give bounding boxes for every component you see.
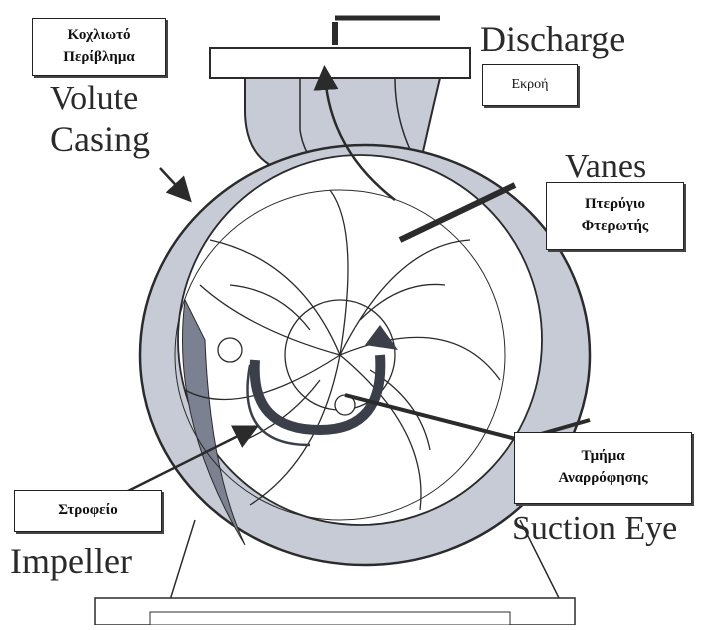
- volute-greek-line2: Περίβλημα: [33, 47, 165, 69]
- vanes-greek-box: Πτερύγιο Φτερωτής: [546, 182, 684, 250]
- discharge-label: Discharge: [480, 18, 625, 60]
- volute-greek-box: Κοχλιωτό Περίβλημα: [32, 18, 166, 76]
- vanes-greek-line2: Φτερωτής: [547, 216, 683, 238]
- discharge-greek-text: Εκροή: [483, 75, 577, 95]
- volute-label-line2: Casing: [50, 118, 150, 160]
- suction-greek-line2: Αναρρόφησης: [515, 468, 691, 490]
- suction-greek-box: Τμήμα Αναρρόφησης: [514, 432, 692, 504]
- impeller-greek-box: Στροφείο: [14, 490, 162, 532]
- impeller-greek-text: Στροφείο: [15, 500, 161, 522]
- vanes-label: Vanes: [565, 148, 646, 186]
- volute-label-line1: Volute: [50, 80, 138, 118]
- suction-eye-label: Suction Eye: [512, 510, 677, 548]
- discharge-greek-box: Εκροή: [482, 64, 578, 106]
- vanes-greek-line1: Πτερύγιο: [547, 194, 683, 216]
- suction-greek-line1: Τμήμα: [515, 446, 691, 468]
- impeller-label: Impeller: [10, 540, 132, 582]
- volute-greek-line1: Κοχλιωτό: [33, 25, 165, 47]
